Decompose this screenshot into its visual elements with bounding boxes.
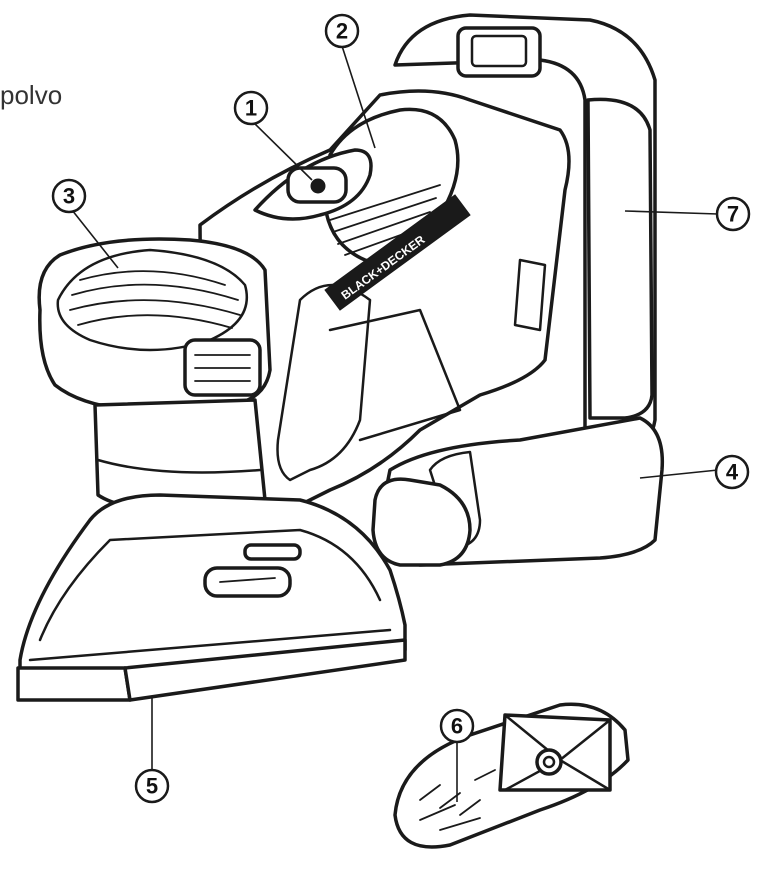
partial-caption-text: polvo bbox=[0, 80, 63, 110]
dust-canister bbox=[37, 237, 272, 514]
callout-6: 6 bbox=[439, 708, 475, 744]
callout-1-number: 1 bbox=[245, 96, 257, 121]
callout-7-number: 7 bbox=[727, 202, 739, 227]
callout-4-number: 4 bbox=[726, 460, 739, 485]
callout-5-number: 5 bbox=[146, 774, 158, 799]
callout-2-number: 2 bbox=[336, 19, 348, 44]
callout-leaders bbox=[71, 45, 719, 802]
callout-1: 1 bbox=[233, 90, 269, 126]
battery-pack bbox=[393, 13, 657, 457]
callout-2: 2 bbox=[324, 13, 360, 49]
callout-6-number: 6 bbox=[451, 714, 463, 739]
finger-attachment bbox=[393, 702, 630, 849]
callout-3-number: 3 bbox=[63, 184, 75, 209]
motor-housing-base bbox=[371, 416, 665, 567]
sanding-base bbox=[16, 493, 407, 702]
callout-7: 7 bbox=[715, 196, 751, 232]
callout-4: 4 bbox=[714, 454, 750, 490]
callout-5: 5 bbox=[134, 768, 170, 804]
callout-3: 3 bbox=[51, 178, 87, 214]
